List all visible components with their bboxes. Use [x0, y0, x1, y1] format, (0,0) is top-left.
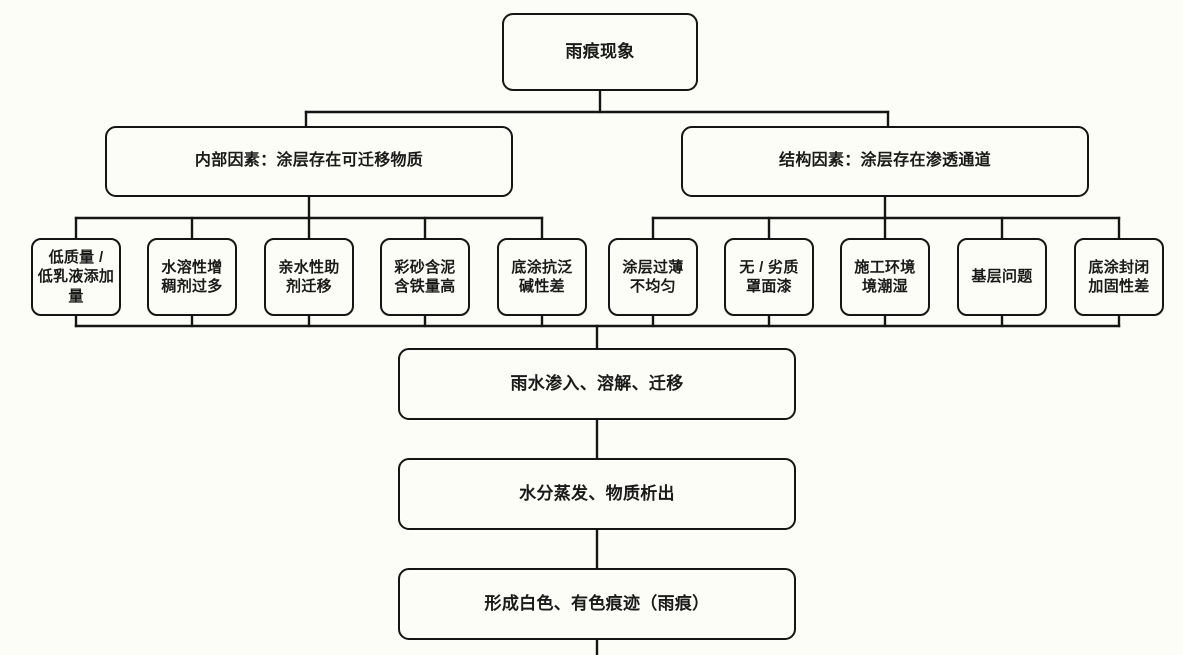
node-cause-internal-1-label: 低质量 / 低乳液添加量: [37, 248, 115, 305]
node-process-step-3[interactable]: 形成白色、有色痕迹（雨痕）: [398, 568, 796, 640]
node-cause-structural-5[interactable]: 底涂封闭 加固性差: [1074, 238, 1164, 316]
node-process-step-2[interactable]: 水分蒸发、物质析出: [398, 458, 796, 530]
node-root-label: 雨痕现象: [565, 41, 635, 61]
node-cause-structural-4-label: 基层问题: [971, 268, 1033, 286]
node-cause-structural-3[interactable]: 施工环境 境潮湿: [840, 238, 930, 316]
node-cause-structural-2-label: 无 / 劣质 罩面漆: [739, 258, 799, 296]
node-process-step-1[interactable]: 雨水渗入、溶解、迁移: [398, 348, 796, 420]
node-cause-structural-1[interactable]: 涂层过薄 不均匀: [608, 238, 698, 316]
node-branch-internal-label: 内部因素：涂层存在可迁移物质: [194, 152, 424, 170]
node-root-phenomenon[interactable]: 雨痕现象: [502, 13, 698, 91]
node-cause-structural-1-label: 涂层过薄 不均匀: [622, 258, 684, 296]
node-cause-internal-5-label: 底涂抗泛 碱性差: [511, 258, 573, 296]
node-process-step-2-label: 水分蒸发、物质析出: [519, 483, 675, 503]
node-process-step-1-label: 雨水渗入、溶解、迁移: [510, 373, 684, 393]
node-cause-structural-2[interactable]: 无 / 劣质 罩面漆: [724, 238, 814, 316]
node-branch-internal-factors[interactable]: 内部因素：涂层存在可迁移物质: [105, 126, 513, 197]
node-cause-internal-5[interactable]: 底涂抗泛 碱性差: [497, 238, 587, 316]
node-cause-internal-4-label: 彩砂含泥 含铁量高: [394, 258, 456, 296]
node-cause-internal-2[interactable]: 水溶性增 稠剂过多: [147, 238, 237, 316]
node-branch-structural-label: 结构因素：涂层存在渗透通道: [779, 152, 991, 170]
node-cause-internal-1[interactable]: 低质量 / 低乳液添加量: [31, 238, 121, 316]
node-cause-internal-3-label: 亲水性助 剂迁移: [278, 258, 340, 296]
node-cause-internal-4[interactable]: 彩砂含泥 含铁量高: [380, 238, 470, 316]
node-cause-structural-4[interactable]: 基层问题: [957, 238, 1047, 316]
node-cause-internal-3[interactable]: 亲水性助 剂迁移: [264, 238, 354, 316]
node-cause-structural-5-label: 底涂封闭 加固性差: [1088, 258, 1150, 296]
node-cause-structural-3-label: 施工环境 境潮湿: [854, 258, 916, 296]
node-cause-internal-2-label: 水溶性增 稠剂过多: [161, 258, 223, 296]
node-process-step-3-label: 形成白色、有色痕迹（雨痕）: [484, 593, 710, 613]
node-branch-structural-factors[interactable]: 结构因素：涂层存在渗透通道: [681, 126, 1089, 197]
